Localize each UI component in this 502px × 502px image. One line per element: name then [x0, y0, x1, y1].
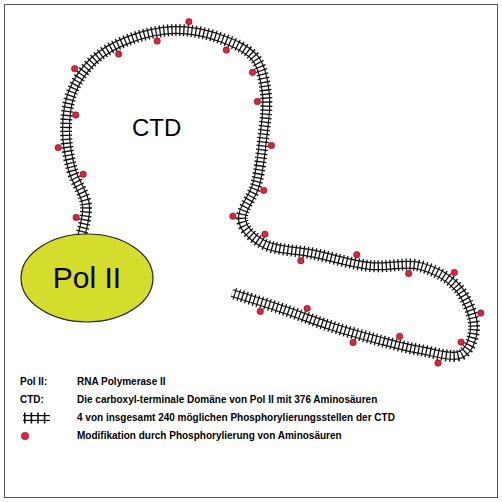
phospho-dot: [249, 69, 255, 75]
legend-text: RNA Polymerase II: [77, 376, 166, 387]
legend-text: Modifikation durch Phosphorylierung von …: [77, 430, 342, 441]
phospho-dot: [73, 112, 79, 118]
legend-text: 4 von insgesamt 240 möglichen Phosphoryl…: [77, 412, 395, 423]
node-label: Pol II: [53, 261, 121, 295]
phospho-dot: [254, 98, 260, 104]
frame: [5, 5, 498, 498]
phospho-dot: [115, 51, 121, 57]
phospho-dot: [55, 144, 61, 150]
phospho-dot: [354, 252, 360, 258]
phospho-dot: [458, 339, 464, 345]
phospho-dot: [230, 213, 236, 219]
legend-dot: [21, 432, 29, 440]
phospho-dot: [73, 214, 79, 220]
phospho-dot: [223, 47, 229, 53]
phospho-dot: [304, 305, 310, 311]
phospho-dot: [262, 231, 268, 237]
phospho-dot: [80, 171, 86, 177]
phospho-dot: [350, 339, 356, 345]
legend-tick-sample: [20, 411, 60, 425]
phospho-dot: [154, 38, 160, 44]
ellipse-outline: [21, 234, 153, 322]
phospho-dot: [261, 187, 267, 193]
phospho-dot: [405, 270, 411, 276]
phospho-dot: [435, 360, 441, 366]
phospho-dot: [396, 333, 402, 339]
phospho-dot: [451, 269, 457, 275]
legend-text: Die carboxyl-terminale Domäne von Pol II…: [77, 394, 377, 405]
phospho-dot: [71, 65, 77, 71]
polymerase-ellipse: Pol II: [20, 233, 154, 323]
phospho-dot: [478, 310, 484, 316]
phospho-dot: [298, 258, 304, 264]
legend-key: CTD:: [20, 394, 44, 405]
phospho-dot: [186, 18, 192, 24]
phospho-dot: [268, 142, 274, 148]
phospho-dot: [257, 308, 263, 314]
ctd-label: CTD: [132, 114, 181, 142]
legend-key: Pol II:: [20, 376, 47, 387]
